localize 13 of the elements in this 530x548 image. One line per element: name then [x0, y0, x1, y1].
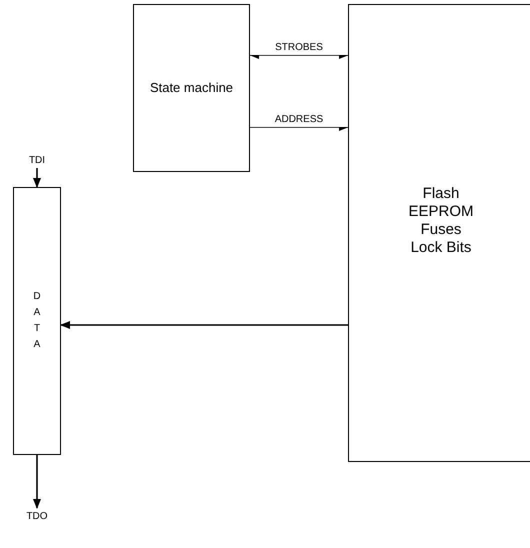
node-label: TDO — [26, 510, 48, 524]
edge-label: STROBES — [250, 40, 348, 55]
node-label: Flash EEPROM Fuses Lock Bits — [407, 185, 474, 258]
data-register — [13, 187, 61, 455]
node-label: TDI — [28, 154, 46, 168]
memory-block — [348, 4, 530, 462]
process-box — [133, 4, 250, 172]
arrow — [33, 168, 41, 188]
arrow — [33, 455, 41, 509]
arrow — [60, 321, 348, 329]
node-label: DATA — [32, 290, 42, 352]
edge-label: ADDRESS — [250, 112, 348, 127]
node-label: State machine — [150, 80, 234, 96]
